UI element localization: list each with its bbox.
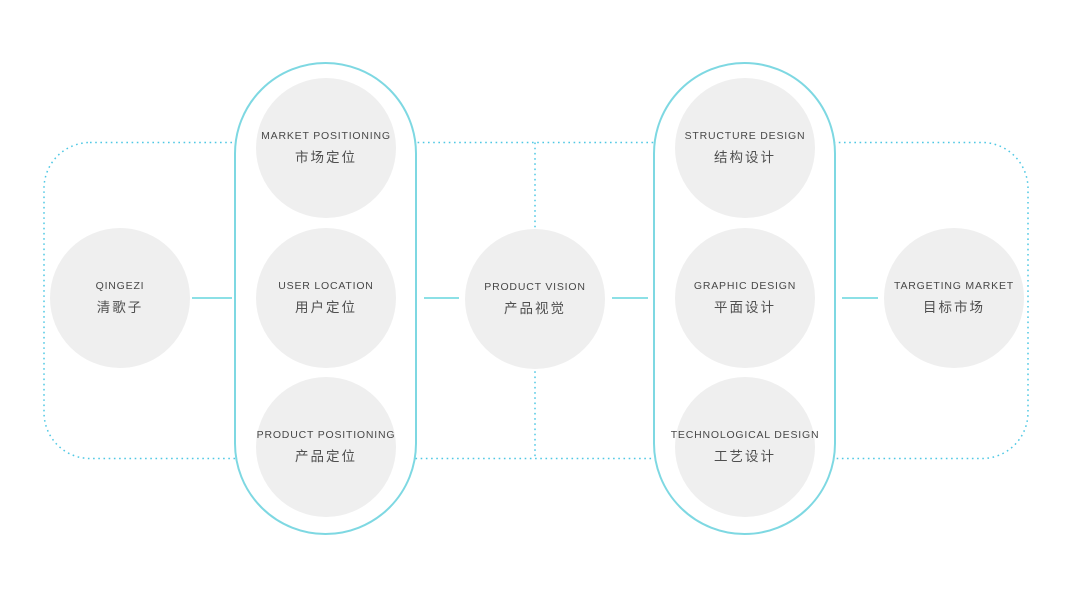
- node-user-location: USER LOCATION 用户定位: [256, 228, 396, 368]
- dotted-boundary-rect: [43, 141, 1029, 460]
- node-label-zh: 目标市场: [923, 299, 985, 315]
- node-label-en: TARGETING MARKET: [894, 280, 1014, 293]
- node-label-en: USER LOCATION: [278, 280, 374, 293]
- node-label-zh: 市场定位: [295, 149, 357, 165]
- connector-design-to-market: [842, 297, 878, 299]
- connector-vision-to-design: [612, 297, 648, 299]
- node-product-positioning: PRODUCT POSITIONING 产品定位: [256, 377, 396, 517]
- node-label-zh: 产品定位: [295, 448, 357, 464]
- node-qingezi: QINGEZI 清歌子: [50, 228, 190, 368]
- node-technological-design: TECHNOLOGICAL DESIGN 工艺设计: [671, 377, 819, 517]
- node-label-en: QINGEZI: [95, 280, 145, 293]
- connector-qingezi-to-positioning: [192, 297, 232, 299]
- node-label-en: TECHNOLOGICAL DESIGN: [670, 429, 820, 442]
- node-label-zh: 结构设计: [714, 149, 776, 165]
- node-targeting-market: TARGETING MARKET 目标市场: [884, 228, 1024, 368]
- node-label-en: PRODUCT POSITIONING: [256, 429, 396, 442]
- connector-positioning-to-vision: [424, 297, 459, 299]
- node-label-zh: 产品视觉: [504, 300, 566, 316]
- node-structure-design: STRUCTURE DESIGN 结构设计: [675, 78, 815, 218]
- node-label-en: STRUCTURE DESIGN: [684, 130, 806, 143]
- node-label-zh: 平面设计: [714, 299, 776, 315]
- node-label-zh: 用户定位: [295, 299, 357, 315]
- node-label-zh: 工艺设计: [714, 448, 776, 464]
- node-label-zh: 清歌子: [96, 299, 144, 315]
- node-label-en: PRODUCT VISION: [484, 281, 586, 294]
- node-graphic-design: GRAPHIC DESIGN 平面设计: [675, 228, 815, 368]
- node-label-en: MARKET POSITIONING: [261, 130, 391, 143]
- node-label-en: GRAPHIC DESIGN: [693, 280, 797, 293]
- node-product-vision: PRODUCT VISION 产品视觉: [465, 229, 605, 369]
- node-market-positioning: MARKET POSITIONING 市场定位: [256, 78, 396, 218]
